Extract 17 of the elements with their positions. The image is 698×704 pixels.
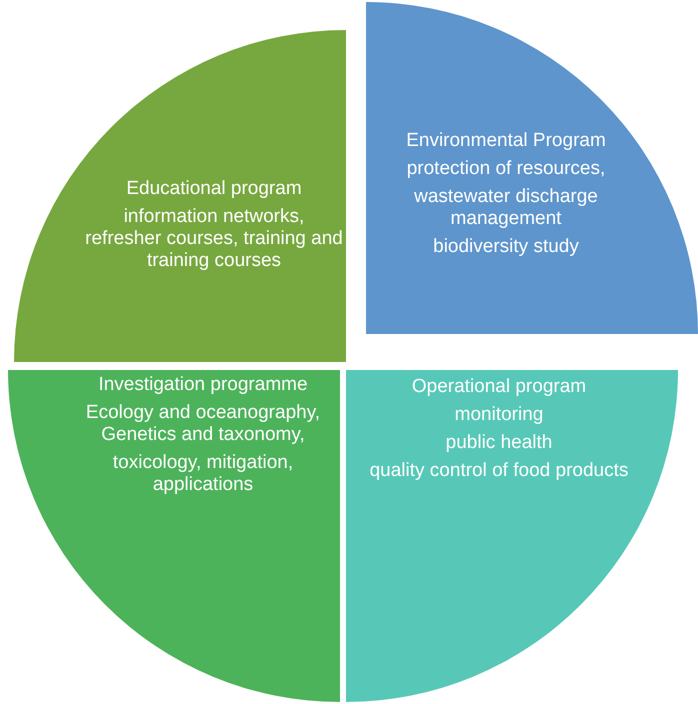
pie-sector bbox=[366, 2, 698, 334]
program-title: Environmental Program bbox=[405, 130, 607, 152]
program-topic: wastewater discharge management bbox=[413, 186, 599, 230]
program-topic: Ecology and oceanography, Genetics and taxonomy, bbox=[84, 402, 322, 446]
program-topic: public health bbox=[444, 432, 554, 454]
pie-sector bbox=[346, 370, 678, 702]
program-topic: monitoring bbox=[454, 404, 544, 426]
program-title: Operational program bbox=[410, 376, 588, 398]
program-title: Educational program bbox=[125, 178, 303, 200]
pie-sector bbox=[8, 370, 340, 702]
program-topic: quality control of food products bbox=[368, 460, 630, 482]
program-topic: biodiversity study bbox=[432, 236, 580, 258]
program-topic: protection of resources, bbox=[406, 158, 606, 180]
pie-sector bbox=[14, 30, 346, 362]
program-topic: toxicology, mitigation, applications bbox=[112, 452, 294, 496]
program-topic: information networks, refresher courses, training and training courses bbox=[84, 206, 344, 272]
program-title: Investigation programme bbox=[97, 374, 309, 396]
